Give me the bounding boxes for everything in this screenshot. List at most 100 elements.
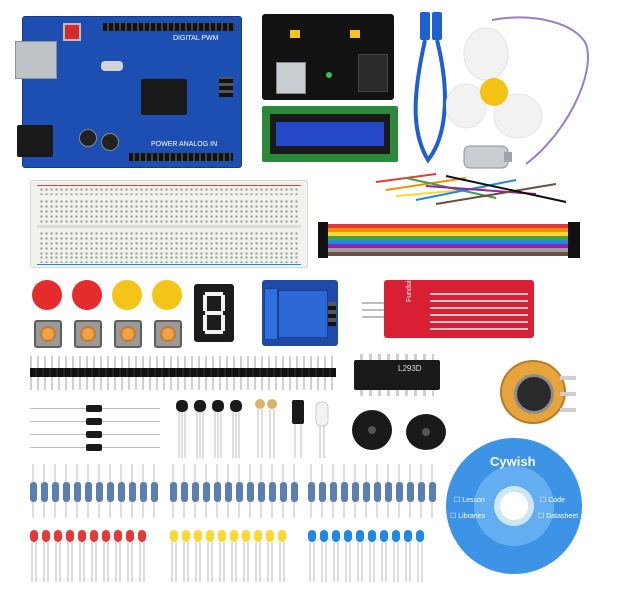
main-holes bbox=[39, 231, 299, 255]
push-button bbox=[74, 320, 102, 348]
power-rail-blue bbox=[37, 264, 301, 265]
resistor-body bbox=[429, 482, 436, 502]
led-body bbox=[90, 530, 98, 542]
pot-shaft bbox=[514, 374, 554, 414]
led-body bbox=[242, 530, 250, 542]
barrel-jack bbox=[358, 54, 388, 92]
sensor-traces bbox=[430, 288, 528, 330]
led-body bbox=[332, 530, 340, 542]
resistor-body bbox=[280, 482, 287, 502]
arduino-board: DIGITAL PWM POWER ANALOG IN bbox=[15, 16, 242, 168]
power-analog-label: POWER ANALOG IN bbox=[151, 141, 218, 148]
resistor-body bbox=[236, 482, 243, 502]
resistor-body bbox=[41, 482, 48, 502]
segment bbox=[205, 292, 223, 296]
cd-label-lesson: ☐ Lesson bbox=[454, 497, 485, 504]
push-button bbox=[34, 320, 62, 348]
dc-jack bbox=[17, 125, 53, 157]
led-body bbox=[266, 530, 274, 542]
resistor-body bbox=[181, 482, 188, 502]
capacitor bbox=[101, 133, 119, 151]
segment bbox=[221, 295, 225, 311]
button-cap-yellow bbox=[112, 280, 142, 310]
button-cap-red bbox=[72, 280, 102, 310]
digital-label: DIGITAL PWM bbox=[173, 35, 219, 42]
resistor-body bbox=[374, 482, 381, 502]
push-button bbox=[154, 320, 182, 348]
diode-body bbox=[86, 444, 102, 451]
resistor-body bbox=[418, 482, 425, 502]
cd-label-code: ☐ Code bbox=[540, 497, 565, 504]
led-body bbox=[218, 530, 226, 542]
loose-jumpers bbox=[375, 173, 567, 205]
resistor-body bbox=[308, 482, 315, 502]
resistor-body bbox=[363, 482, 370, 502]
ic-pins-bottom bbox=[360, 390, 434, 396]
buzzer bbox=[352, 410, 392, 450]
cd-label-datasheet: ☐ Datasheet bbox=[538, 513, 579, 520]
resistor-body bbox=[258, 482, 265, 502]
resistor-body bbox=[107, 482, 114, 502]
diodes bbox=[30, 404, 160, 454]
led-body bbox=[114, 530, 122, 542]
yellow-jumper bbox=[350, 30, 360, 38]
yellow-jumper bbox=[290, 30, 300, 38]
resistor-body bbox=[291, 482, 298, 502]
resistor-body bbox=[85, 482, 92, 502]
led-body bbox=[344, 530, 352, 542]
relay-module bbox=[262, 280, 338, 346]
pin-header-strip bbox=[30, 356, 336, 390]
led-body bbox=[416, 530, 424, 542]
push-button-core bbox=[80, 326, 96, 342]
resistor-group bbox=[30, 464, 436, 518]
cd-label-libraries: ☐ Libraries bbox=[450, 513, 486, 520]
button-cap-red bbox=[32, 280, 62, 310]
rail-holes bbox=[39, 255, 299, 263]
push-button-core bbox=[40, 326, 56, 342]
water-level-sensor: Funduino bbox=[362, 273, 534, 338]
icsp-header bbox=[219, 77, 233, 97]
resistor-body bbox=[214, 482, 221, 502]
relay-pins bbox=[328, 302, 336, 326]
buzzer-hole bbox=[368, 426, 376, 434]
transistors bbox=[176, 400, 242, 458]
resistor-body bbox=[247, 482, 254, 502]
software-cd: Cywish ☐ Lesson ☐ Code ☐ Libraries ☐ Dat… bbox=[446, 438, 582, 574]
lcd-screen bbox=[276, 122, 384, 146]
usb-cable bbox=[413, 12, 447, 164]
power-header bbox=[129, 153, 233, 161]
mcu-chip bbox=[141, 79, 187, 115]
resistor-body bbox=[118, 482, 125, 502]
ic-body bbox=[354, 360, 440, 390]
diode-body bbox=[86, 431, 102, 438]
led-body bbox=[78, 530, 86, 542]
led-body bbox=[320, 530, 328, 542]
ribbon-cable bbox=[318, 222, 580, 258]
cd-brand: Cywish bbox=[490, 454, 536, 469]
ic-chip: L293D bbox=[354, 354, 440, 396]
resistor-body bbox=[330, 482, 337, 502]
resistor-body bbox=[140, 482, 147, 502]
header-body bbox=[30, 368, 336, 377]
sensor-brand: Funduino bbox=[406, 272, 413, 302]
led-body bbox=[392, 530, 400, 542]
usb-a-port bbox=[276, 62, 306, 94]
segment bbox=[205, 311, 223, 315]
resistor-body bbox=[341, 482, 348, 502]
rail-holes bbox=[39, 187, 299, 195]
resistor-body bbox=[225, 482, 232, 502]
resistor-body bbox=[52, 482, 59, 502]
motor-fan bbox=[446, 16, 589, 169]
led-body bbox=[308, 530, 316, 542]
push-button-core bbox=[120, 326, 136, 342]
led-group bbox=[30, 530, 424, 582]
led-body bbox=[182, 530, 190, 542]
resistor-body bbox=[74, 482, 81, 502]
led-body bbox=[54, 530, 62, 542]
reset-button bbox=[63, 23, 81, 41]
resistor-body bbox=[396, 482, 403, 502]
leds bbox=[30, 530, 424, 582]
lcd-bezel bbox=[270, 114, 390, 154]
crystal bbox=[101, 61, 123, 71]
photo-and-tilt-sensors bbox=[255, 399, 329, 458]
